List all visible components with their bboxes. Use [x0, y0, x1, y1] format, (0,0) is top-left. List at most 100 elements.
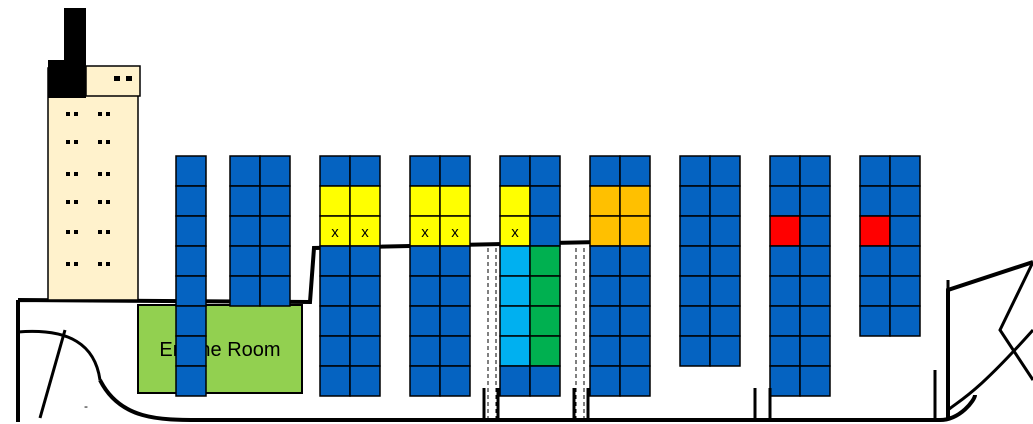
bay-7-cell	[680, 156, 710, 186]
bay-4-cell	[410, 186, 440, 216]
accommodation-block	[48, 68, 138, 300]
bay-6-cell	[620, 336, 650, 366]
bay-8-cell	[800, 306, 830, 336]
bay-6-cell	[590, 366, 620, 396]
bay-9-cell	[860, 246, 890, 276]
bay-7-cell	[710, 216, 740, 246]
bay-2-cell	[230, 216, 260, 246]
bay-9-cell	[890, 186, 920, 216]
bay-4-cell	[410, 276, 440, 306]
bay-2-cell	[260, 216, 290, 246]
bay-9-cell	[860, 186, 890, 216]
bay-1-cell	[176, 216, 206, 246]
bay-8-cell	[800, 186, 830, 216]
bay-9-cell	[890, 216, 920, 246]
bay-6-cell	[590, 246, 620, 276]
bay-4-cell	[410, 366, 440, 396]
bay-7-cell	[710, 186, 740, 216]
bay-8-cell	[770, 276, 800, 306]
bay-3-cell	[350, 306, 380, 336]
bay-3-cell	[350, 366, 380, 396]
bay-9-cell	[860, 306, 890, 336]
bay-8-cell	[770, 306, 800, 336]
bay-8-cell	[770, 186, 800, 216]
bay-3-cell	[350, 336, 380, 366]
bay-9-cell	[890, 306, 920, 336]
bay-2-cell	[230, 156, 260, 186]
bay-8-cell	[770, 366, 800, 396]
bay-4-cell	[440, 336, 470, 366]
bay-6-cell	[620, 246, 650, 276]
bay-8-cell	[800, 366, 830, 396]
bay-8-cell	[800, 336, 830, 366]
bay-4-cell	[410, 306, 440, 336]
bay-5-cell	[530, 366, 560, 396]
bay-3-cell	[350, 246, 380, 276]
bay-9-cell	[890, 276, 920, 306]
bay-3-cell	[320, 276, 350, 306]
bay-4-cell	[410, 156, 440, 186]
bay-5-cell	[500, 336, 530, 366]
bay-5-cell	[530, 336, 560, 366]
bay-8-cell	[770, 246, 800, 276]
bay-2-cell	[260, 276, 290, 306]
bay-6-cell	[620, 186, 650, 216]
bay-5-cell	[500, 366, 530, 396]
bay-7-cell	[680, 186, 710, 216]
bay-5-cell	[530, 156, 560, 186]
bay-2-cell	[230, 186, 260, 216]
bay-5-cell	[530, 246, 560, 276]
bay-5-cell	[530, 276, 560, 306]
bay-3-cell	[320, 366, 350, 396]
bay-4-cell	[440, 186, 470, 216]
bay-3-cell	[320, 306, 350, 336]
bay-4-cell	[410, 246, 440, 276]
bay-6-cell	[620, 216, 650, 246]
bay-8-cell	[800, 216, 830, 246]
bay-8-cell	[800, 276, 830, 306]
bay-3-cell	[350, 276, 380, 306]
bay-6-cell	[590, 306, 620, 336]
bay-4-cell	[440, 306, 470, 336]
stern-line	[40, 330, 65, 418]
bay-7-cell	[680, 246, 710, 276]
bay-2-cell	[260, 246, 290, 276]
bay-4-cell	[440, 156, 470, 186]
bay-7-cell	[680, 216, 710, 246]
bay-3-cell	[350, 156, 380, 186]
bay-8-cell	[800, 246, 830, 276]
bay-5-cell	[500, 276, 530, 306]
bay-1-cell	[176, 276, 206, 306]
bay-3-cell	[350, 186, 380, 216]
bay-7-cell	[710, 246, 740, 276]
bay-8-cell	[770, 336, 800, 366]
bay-4-cell	[440, 276, 470, 306]
bay-6-cell	[620, 306, 650, 336]
bay-7-cell	[680, 276, 710, 306]
bay-5-cell	[530, 186, 560, 216]
bay-2-cell	[260, 186, 290, 216]
bay-5-x-mark: x	[511, 224, 519, 241]
bay-1-cell	[176, 246, 206, 276]
bay-8-cell	[770, 156, 800, 186]
stern-dash: -	[84, 399, 88, 413]
bay-6-cell	[620, 276, 650, 306]
bay-6-cell	[590, 156, 620, 186]
bay-1-cell	[176, 186, 206, 216]
bay-3-cell	[320, 186, 350, 216]
bay-7-cell	[710, 156, 740, 186]
bay-7-cell	[680, 306, 710, 336]
bay-2-cell	[260, 156, 290, 186]
bay-2-cell	[230, 276, 260, 306]
bay-3-cell	[320, 156, 350, 186]
bay-7-cell	[710, 306, 740, 336]
bay-3-x-mark: x	[331, 224, 339, 241]
bay-1-cell	[176, 366, 206, 396]
bay-6-cell	[620, 156, 650, 186]
funnel-base	[48, 60, 86, 98]
bay-1-cell	[176, 306, 206, 336]
bay-5-cell	[500, 246, 530, 276]
bay-6-cell	[590, 186, 620, 216]
bay-3-cell	[320, 246, 350, 276]
